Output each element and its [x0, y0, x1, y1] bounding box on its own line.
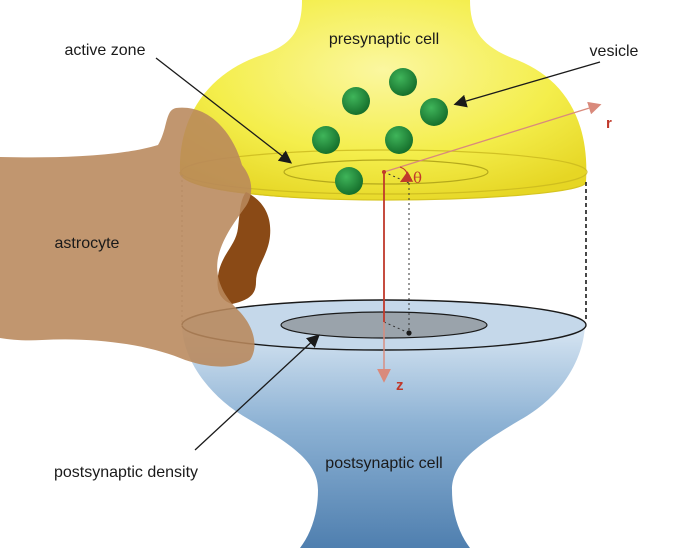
astrocyte-body — [0, 108, 255, 367]
postsynaptic-cell-label: postsynaptic cell — [325, 455, 442, 472]
vesicle — [385, 126, 413, 154]
active-zone-label: active zone — [65, 42, 146, 59]
z-axis-label: z — [396, 377, 404, 394]
projection-point — [406, 330, 411, 335]
presynaptic-cell-label: presynaptic cell — [329, 31, 439, 48]
vesicle — [389, 68, 417, 96]
vesicle-label: vesicle — [590, 43, 639, 60]
vesicle — [420, 98, 448, 126]
vesicle — [342, 87, 370, 115]
origin-point — [382, 170, 386, 174]
theta-label: θ — [413, 169, 422, 187]
postsynaptic-density-label: postsynaptic density — [54, 464, 198, 481]
vesicle — [312, 126, 340, 154]
astrocyte-label: astrocyte — [55, 235, 120, 252]
r-axis-label: r — [606, 115, 612, 132]
vesicle — [335, 167, 363, 195]
